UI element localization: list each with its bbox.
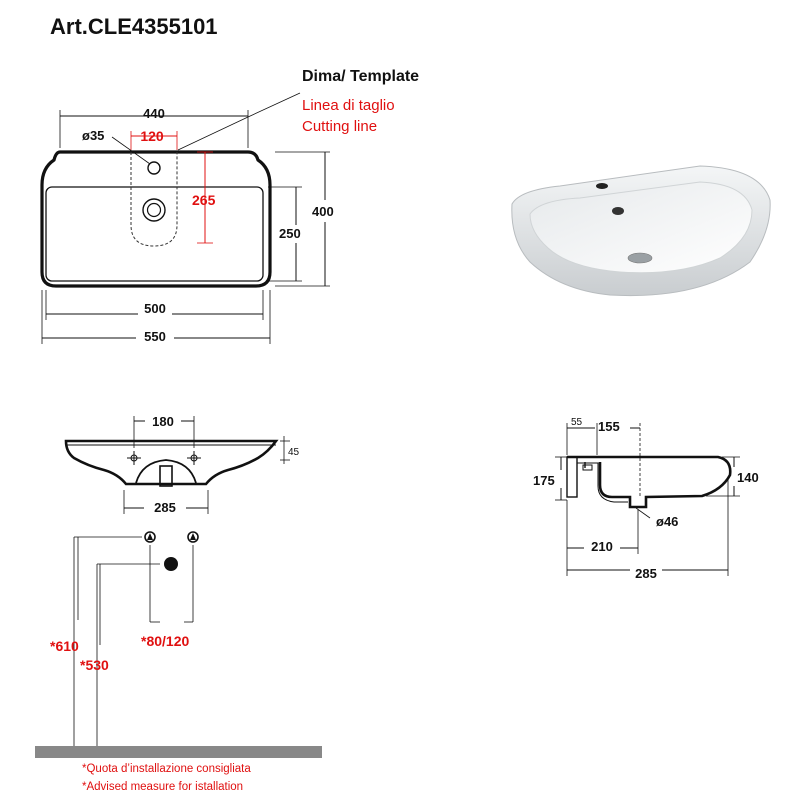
anchor-right-icon: [187, 531, 199, 543]
template-heading: Dima/ Template: [302, 68, 419, 85]
dim-120: 120: [140, 128, 164, 144]
dim-285-side: 285: [635, 566, 657, 581]
front-view: 180 45 285: [64, 414, 300, 515]
dim-hole: ø35: [82, 128, 104, 143]
dim-140: 140: [737, 470, 759, 485]
dim-400: 400: [312, 204, 334, 219]
template-line-it: Linea di taglio: [302, 97, 395, 114]
dim-210: 210: [591, 539, 613, 554]
dim-550: 550: [144, 329, 166, 344]
installation-view: *610 *530 *80/120: [35, 531, 322, 758]
dim-500: 500: [144, 301, 166, 316]
side-view: 55 155 175 140 ø46 210 285: [533, 417, 759, 581]
top-view: 440 ø35 120 265 400 250 500: [40, 92, 334, 344]
dim-80-120: *80/120: [141, 633, 189, 649]
basin-photo: [511, 165, 771, 297]
tap-hole-icon: [147, 161, 161, 175]
dim-180: 180: [152, 414, 174, 429]
dim-265: 265: [192, 192, 216, 208]
inner-bowl: [45, 186, 264, 282]
floor: [35, 746, 322, 758]
cutting-template: [130, 152, 178, 247]
fixing-hole-left-icon: [127, 451, 141, 465]
template-line-en: Cutting line: [302, 118, 377, 135]
dim-610: *610: [50, 638, 79, 654]
dim-55: 55: [571, 417, 583, 428]
note-italian: *Quota d’installazione consigliata: [82, 763, 251, 775]
basin-outline: [40, 150, 272, 288]
dim-155: 155: [598, 419, 620, 434]
dim-45: 45: [288, 447, 300, 458]
dim-46: ø46: [656, 514, 678, 529]
dim-440: 440: [143, 106, 165, 121]
dim-175: 175: [533, 473, 555, 488]
front-basin-outline: [64, 439, 279, 486]
article-title: Art.CLE4355101: [50, 14, 218, 39]
template-labels: Dima/ Template Linea di taglio Cutting l…: [302, 68, 419, 135]
note-english: *Advised measure for istallation: [82, 781, 244, 793]
dim-285-front: 285: [154, 500, 176, 515]
dim-250: 250: [279, 226, 301, 241]
anchor-left-icon: [144, 531, 156, 543]
dim-530: *530: [80, 657, 109, 673]
fixing-hole-right-icon: [187, 451, 201, 465]
drain-outlet-icon: [164, 557, 178, 571]
drain-icon: [142, 198, 166, 222]
side-bowl-profile: [567, 455, 732, 509]
